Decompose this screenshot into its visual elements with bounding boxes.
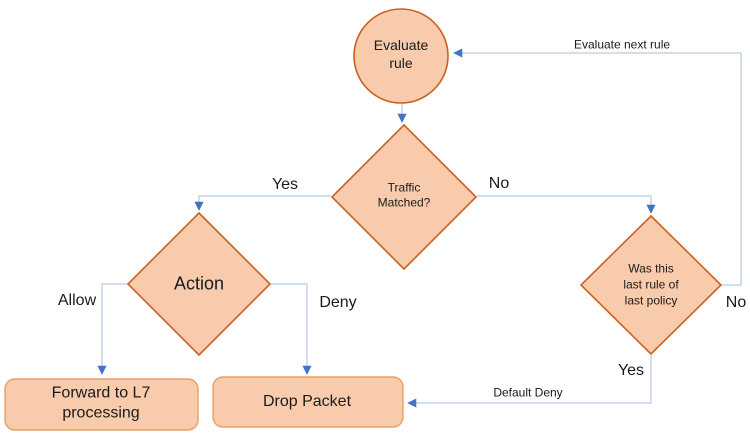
edge-label-allow: Allow — [57, 291, 97, 309]
edge-label-deny: Deny — [319, 293, 357, 311]
traffic-matched-label: Traffic Matched? — [377, 180, 431, 210]
edge-label-evaluate-next-rule: Evaluate next rule — [573, 37, 671, 52]
edge-label-no-traffic: No — [488, 174, 510, 192]
evaluate-rule-label: Evaluate rule — [373, 37, 429, 71]
forward-l7-label: Forward to L7 processing — [51, 384, 151, 422]
edge-label-no-last-rule: No — [725, 293, 747, 311]
connector-action-allow-to-forward — [97, 283, 128, 375]
action-decision — [126, 211, 272, 357]
edge-label-default-deny: Default Deny — [493, 385, 563, 400]
connector-traffic-no-to-lastrule — [477, 195, 656, 214]
edge-label-yes-traffic: Yes — [271, 175, 299, 193]
connector-lastrule-no-to-evaluate — [453, 48, 742, 286]
evaluate-rule-node — [353, 8, 449, 104]
edge-label-yes-last-rule: Yes — [617, 361, 645, 379]
connector-action-deny-to-drop — [270, 283, 312, 375]
last-rule-label: Was this last rule of last policy — [623, 261, 679, 309]
connector-traffic-yes-to-action — [194, 195, 331, 211]
action-label: Action — [173, 273, 225, 294]
drop-packet-node — [212, 376, 404, 428]
last-rule-decision — [579, 214, 723, 356]
traffic-matched-decision — [330, 123, 478, 271]
drop-packet-label: Drop Packet — [262, 392, 352, 410]
forward-l7-node — [4, 378, 199, 431]
connector-lastrule-yes-to-drop — [407, 355, 652, 408]
